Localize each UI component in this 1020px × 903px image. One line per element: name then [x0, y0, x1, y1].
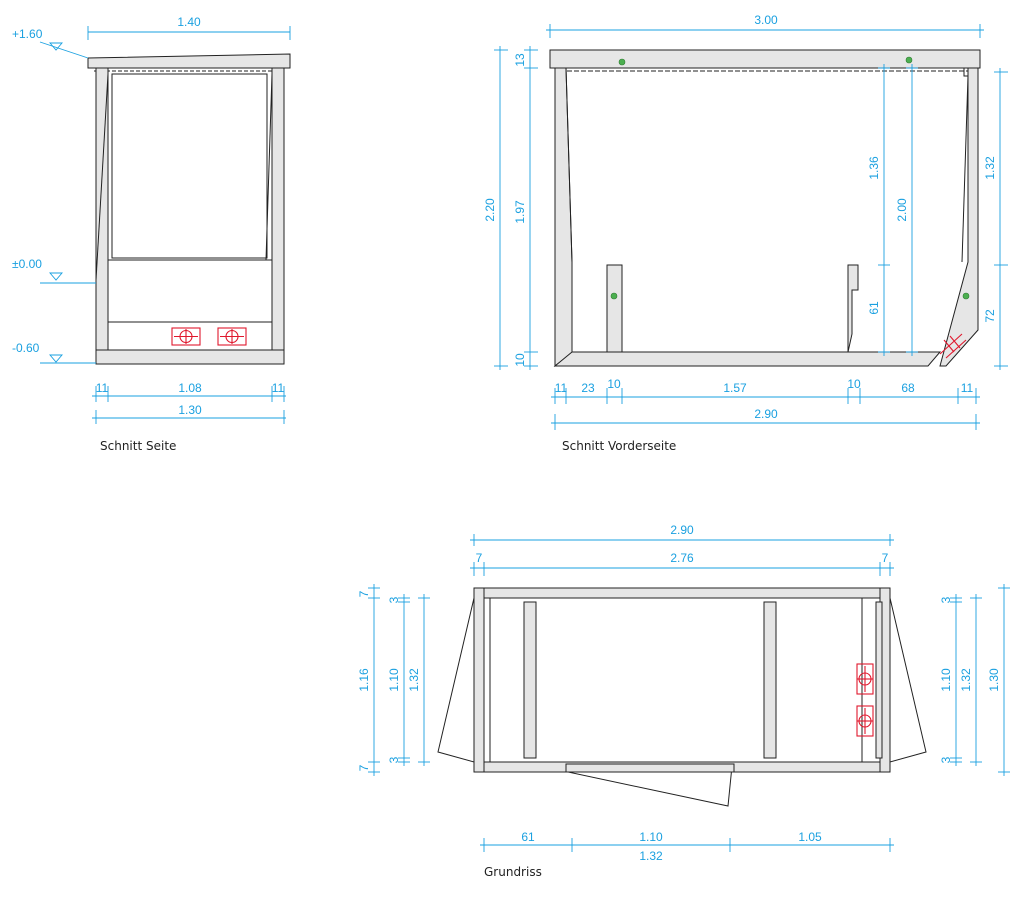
plan-dim-inner: 2.76: [670, 551, 694, 565]
front-dim-upper: 1.36: [867, 156, 881, 180]
front-wall-inner-left: [565, 67, 573, 263]
plan-rail-end: [875, 601, 883, 759]
plan-dim-bottom-total: 1.32: [639, 849, 663, 863]
side-wall-taper-left: [95, 73, 109, 281]
front-dim-wall-right: 11: [961, 381, 974, 395]
plan-dim-left-bottom: 7: [357, 764, 371, 771]
front-marker-4: [962, 292, 970, 300]
side-level-marks: +1.60 ±0.00 -0.60: [12, 27, 96, 364]
side-equipment-2: [217, 327, 247, 346]
side-dim-bottom: 11 1.08 11 1.30: [92, 381, 286, 424]
side-level-bottom: -0.60: [12, 341, 40, 355]
side-dim-wall-right: 11: [272, 381, 285, 395]
side-wall-taper-right: [265, 73, 273, 261]
side-section: +1.60 ±0.00 -0.60 1.40 11 1.08 11 1.30 S…: [12, 15, 291, 453]
plan-dim-bottom: 61 1.10 1.05 1.32: [480, 830, 894, 863]
plan-door-swing-right: [889, 597, 927, 763]
side-level-zero: ±0.00: [12, 257, 42, 271]
front-caption: Schnitt Vorderseite: [562, 439, 676, 453]
front-dim-right-lower: 72: [983, 309, 997, 323]
front-dim-post-left: 10: [607, 377, 621, 391]
side-level-top: +1.60: [12, 27, 43, 41]
plan-dim-bottom-left: 61: [521, 830, 535, 844]
side-roof-slab: [87, 53, 291, 69]
front-dim-inner-height: 2.00: [895, 198, 909, 222]
side-dim-top: 1.40: [87, 15, 291, 40]
front-dim-left: 2.20 13 1.97 10: [483, 46, 538, 370]
plan-dim-left-top: 7: [357, 590, 371, 597]
front-dim-post-right: 10: [847, 377, 861, 391]
front-dim-right: 1.32 72: [983, 68, 1008, 370]
front-dim-right-upper: 1.32: [983, 156, 997, 180]
floor-plan: 2.90 7 2.76 7 7 1.16 7 3 1.10: [357, 523, 1010, 879]
plan-dim-top: 2.90 7 2.76 7: [470, 523, 894, 576]
side-door-leaf: [111, 73, 268, 259]
plan-dim-left: 7 1.16 7 3 1.10 3 1.32: [357, 584, 430, 776]
plan-door-frame-bottom: [565, 763, 735, 773]
plan-dim-total: 2.90: [670, 523, 694, 537]
front-dim-roof: 13: [513, 53, 527, 67]
plan-dim-wall-left: 7: [476, 551, 483, 565]
front-marker-1: [618, 58, 626, 66]
plan-dim-right2-inner: 1.32: [959, 668, 973, 692]
side-wall-right: [271, 67, 285, 351]
side-dim-top-width: 1.40: [177, 15, 201, 29]
front-dim-wall-left: 11: [555, 381, 568, 395]
plan-equipment-1: [856, 663, 874, 695]
side-cable-basement: [107, 321, 273, 351]
plan-dim-right3-total: 1.30: [987, 668, 1001, 692]
front-wall-inner-right: [961, 75, 969, 263]
side-caption: Schnitt Seite: [100, 439, 176, 453]
front-wall-left: [554, 67, 573, 368]
front-dim-total: 2.90: [754, 407, 778, 421]
plan-dim-left3-inner: 1.32: [407, 668, 421, 692]
plan-dim-right-inner: 1.10: [939, 668, 953, 692]
front-dim-inner: 1.36 61 2.00: [867, 64, 918, 356]
front-dim-top-width: 3.00: [754, 13, 778, 27]
plan-caption: Grundriss: [484, 865, 542, 879]
plan-rail-left: [523, 601, 537, 759]
side-dim-total-width: 1.30: [178, 403, 202, 417]
side-dim-inner-width: 1.08: [178, 381, 202, 395]
front-dim-right-part: 68: [901, 381, 915, 395]
front-wall-right: [939, 67, 979, 367]
front-roof-slab: [549, 49, 981, 69]
front-dim-top: 3.00: [546, 13, 984, 38]
front-post-left: [606, 264, 623, 353]
plan-dim-left2-bottom: 3: [387, 756, 401, 763]
plan-dim-wall-right: 7: [882, 551, 889, 565]
plan-dim-bottom-right: 1.05: [798, 830, 822, 844]
plan-dim-left2-inner: 1.10: [387, 668, 401, 692]
plan-interior: [483, 597, 881, 763]
front-dim-bottom: 11 23 10 1.57 10 68 11 2.90: [551, 377, 980, 430]
front-pipe: [939, 333, 967, 359]
front-marker-3: [610, 292, 618, 300]
plan-dim-left-inner: 1.16: [357, 668, 371, 692]
front-post-right: [847, 264, 859, 353]
plan-equipment-2: [856, 705, 874, 737]
side-floor-slab: [95, 349, 285, 365]
side-equipment-1: [171, 327, 201, 346]
plan-dim-right: 3 1.10 3 1.32 1.30: [939, 584, 1010, 776]
front-dim-lower: 61: [867, 301, 881, 315]
side-dim-wall-left: 11: [96, 381, 109, 395]
front-dim-middle: 1.57: [723, 381, 747, 395]
plan-dim-bottom-door: 1.10: [639, 830, 663, 844]
front-dim-gap: 23: [581, 381, 595, 395]
plan-dim-right-bottom: 3: [939, 756, 953, 763]
plan-wall-left: [473, 587, 485, 773]
plan-dim-right-top: 3: [939, 596, 953, 603]
plan-dim-left2-top: 3: [387, 596, 401, 603]
plan-door-swing-left: [437, 597, 475, 763]
front-dim-wall-height: 1.97: [513, 200, 527, 224]
plan-wall-top: [473, 587, 891, 599]
front-dim-height-total: 2.20: [483, 198, 497, 222]
plan-rail-right: [763, 601, 777, 759]
front-floor-slab: [553, 351, 942, 367]
front-marker-2: [905, 56, 913, 64]
front-dim-floor: 10: [513, 353, 527, 367]
front-section: 3.00 2.20 13 1.97 10 1.36 61: [483, 13, 1008, 453]
